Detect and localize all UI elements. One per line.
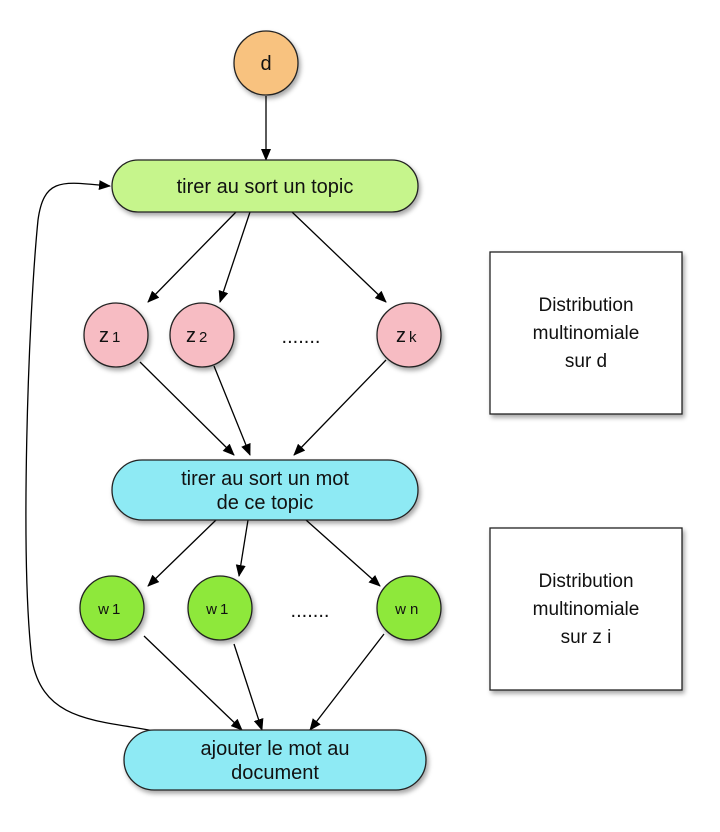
node-w1b: w 1 [187,575,253,641]
edge-topic-to-z1 [147,211,237,303]
node-draw-topic: tirer au sort un topic [111,159,419,213]
node-wn-index: n [410,601,418,618]
edge-z1-to-word [139,361,235,456]
node-draw-word-line1: tirer au sort un mot [181,468,349,490]
node-z2-index: 2 [199,329,207,346]
z-ellipsis: ....... [282,326,321,348]
node-d: d [233,30,299,96]
node-w1b-base: w [205,601,217,618]
box-topic-distribution-line3: sur d [565,351,607,372]
node-zk: z k [376,302,442,368]
node-draw-word-line2: de ce topic [217,492,314,514]
edge-topic-to-z2 [218,211,251,303]
box-word-distribution: Distribution multinomiale sur z i [489,527,683,691]
node-z1: z 1 [83,302,149,368]
node-draw-topic-label: tirer au sort un topic [177,176,354,198]
box-word-distribution-line1: Distribution [538,571,633,592]
edge-z2-to-word [213,365,251,456]
node-w1a: w 1 [79,575,145,641]
node-draw-word: tirer au sort un mot de ce topic [111,459,419,521]
node-w1b-index: 1 [220,601,228,618]
edge-zk-to-word [293,359,387,456]
box-word-distribution-line3: sur z i [561,627,612,648]
box-topic-distribution-line2: multinomiale [533,323,640,344]
edge-topic-to-zk [291,211,387,303]
edge-word-to-w1b [235,519,249,577]
box-word-distribution-line2: multinomiale [533,599,640,620]
node-w1a-index: 1 [112,601,120,618]
node-z1-index: 1 [112,329,120,346]
node-z2-base: z [186,325,196,347]
box-topic-distribution: Distribution multinomiale sur d [489,251,683,415]
edge-w1a-to-add [143,635,243,731]
node-wn-base: w [394,601,406,618]
node-add-word-line2: document [231,762,319,784]
edge-word-to-w1a [147,519,217,587]
node-w1a-base: w [97,601,109,618]
node-wn: w n [376,575,442,641]
box-topic-distribution-line1: Distribution [538,295,633,316]
edge-word-to-wn [305,519,381,587]
node-zk-index: k [409,329,417,346]
node-add-word: ajouter le mot au document [123,729,427,791]
node-z1-base: z [99,325,109,347]
node-d-label: d [260,53,271,75]
node-z2: z 2 [169,302,235,368]
w-ellipsis: ....... [291,600,330,622]
edge-wn-to-add [309,633,385,731]
edge-loop-back-to-topic [25,180,183,738]
node-add-word-line1: ajouter le mot au [201,738,350,760]
edges [25,96,387,738]
edge-w1b-to-add [233,643,264,731]
node-zk-base: z [396,325,406,347]
